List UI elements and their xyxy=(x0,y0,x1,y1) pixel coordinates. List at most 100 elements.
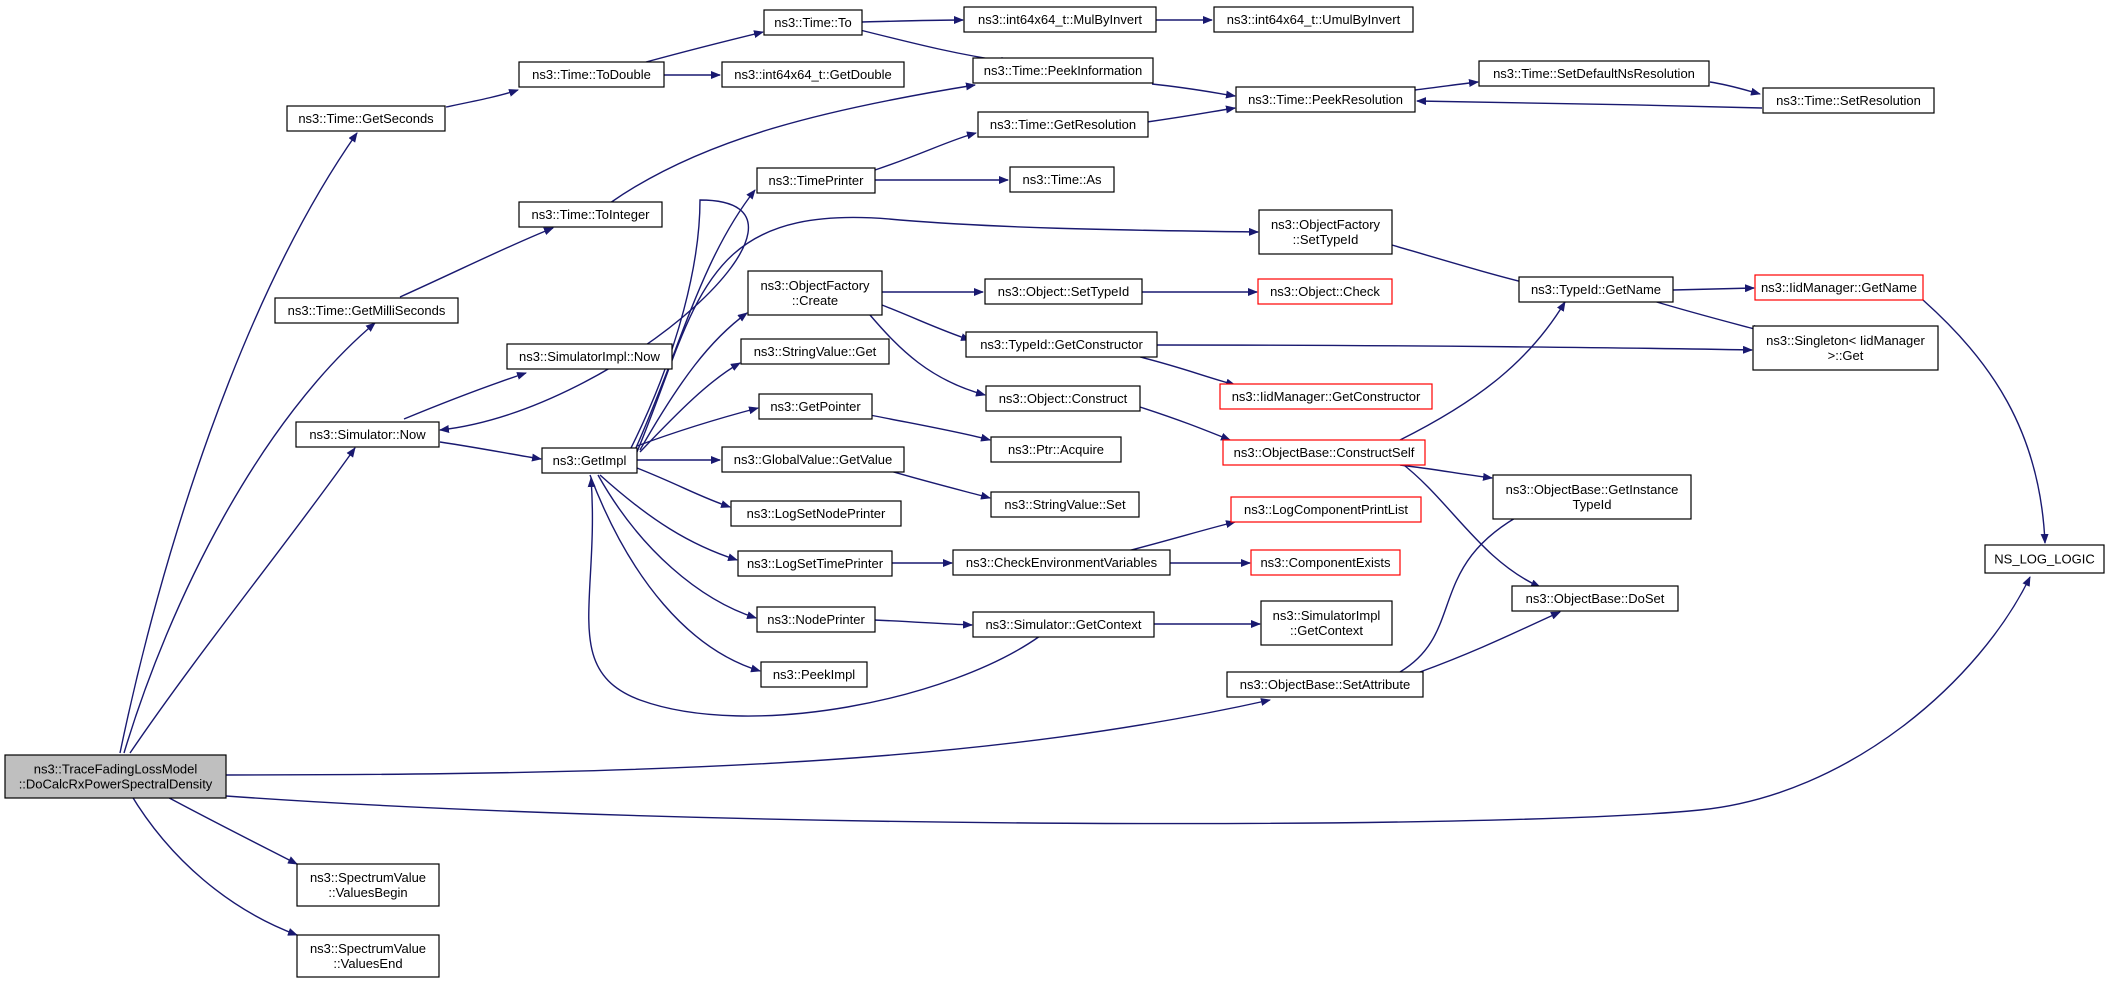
node-time-to[interactable]: ns3::Time::To xyxy=(763,9,863,36)
edge-root-getseconds xyxy=(119,132,358,754)
node-int64x64-get-double[interactable]: ns3::int64x64_t::GetDouble xyxy=(721,61,905,88)
node-object-base-construct-self[interactable]: ns3::ObjectBase::ConstructSelf xyxy=(1222,439,1426,466)
node-label: ns3::NodePrinter xyxy=(767,612,865,627)
node-object-check[interactable]: ns3::Object::Check xyxy=(1257,278,1393,305)
edges xyxy=(119,16,2049,936)
node-label: ns3::int64x64_t::GetDouble xyxy=(734,67,892,82)
node-time-get-resolution[interactable]: ns3::Time::GetResolution xyxy=(977,111,1149,138)
node-log-set-node-printer[interactable]: ns3::LogSetNodePrinter xyxy=(730,500,902,527)
node-label: ::ValuesEnd xyxy=(333,956,402,971)
node-iid-manager-get-constructor[interactable]: ns3::IidManager::GetConstructor xyxy=(1219,383,1433,410)
node-object-base-do-set[interactable]: ns3::ObjectBase::DoSet xyxy=(1511,585,1679,612)
node-type-id-get-name[interactable]: ns3::TypeId::GetName xyxy=(1518,276,1674,303)
node-label: ns3::SpectrumValue xyxy=(310,870,426,885)
node-time-set-resolution[interactable]: ns3::Time::SetResolution xyxy=(1762,87,1935,114)
node-label: ns3::Time::PeekInformation xyxy=(984,63,1142,78)
edge-getresolution-peekresolution xyxy=(1146,105,1236,123)
node-label: ns3::Time::As xyxy=(1023,172,1102,187)
edge-getconstructor-singletonget xyxy=(1156,344,1753,354)
edge-peekresolution-setdefaultns xyxy=(1414,79,1479,91)
edge-typeidgetname-singletonget xyxy=(1649,299,1763,333)
node-simulator-impl-get-context[interactable]: ns3::SimulatorImpl::GetContext xyxy=(1260,600,1393,646)
edge-getimpl-strget xyxy=(639,362,741,453)
node-label: NS_LOG_LOGIC xyxy=(1994,552,2094,567)
node-label: ns3::Simulator::GetContext xyxy=(985,617,1141,632)
node-time-printer[interactable]: ns3::TimePrinter xyxy=(756,167,876,194)
node-simulator-now[interactable]: ns3::Simulator::Now xyxy=(295,421,440,448)
node-simulator-get-context[interactable]: ns3::Simulator::GetContext xyxy=(972,611,1155,638)
node-string-value-get[interactable]: ns3::StringValue::Get xyxy=(740,338,890,365)
node-spectrum-value-values-begin[interactable]: ns3::SpectrumValue::ValuesBegin xyxy=(296,863,440,907)
node-label: ::Create xyxy=(792,293,838,308)
node-label: ns3::Time::GetMilliSeconds xyxy=(288,303,446,318)
node-label: ::GetContext xyxy=(1290,623,1363,638)
edge-checkenv-logcompprint xyxy=(1119,520,1236,554)
node-global-value-get-value[interactable]: ns3::GlobalValue::GetValue xyxy=(721,446,905,473)
node-label: TypeId xyxy=(1572,497,1611,512)
edge-timeprinter-getresolution xyxy=(874,131,977,171)
node-label: ns3::Time::ToDouble xyxy=(532,67,651,82)
node-object-construct[interactable]: ns3::Object::Construct xyxy=(985,385,1141,412)
node-object-base-set-attribute[interactable]: ns3::ObjectBase::SetAttribute xyxy=(1226,671,1424,698)
node-label: ns3::SimulatorImpl::Now xyxy=(519,349,660,364)
node-string-value-set[interactable]: ns3::StringValue::Set xyxy=(990,491,1140,518)
node-get-impl[interactable]: ns3::GetImpl xyxy=(541,447,638,474)
node-label: ns3::Time::ToInteger xyxy=(531,207,650,222)
edge-ofcreate-getconstructor xyxy=(881,304,971,341)
node-label: ns3::Singleton< IidManager xyxy=(1766,333,1925,348)
node-log-set-time-printer[interactable]: ns3::LogSetTimePrinter xyxy=(737,550,893,577)
node-node-printer[interactable]: ns3::NodePrinter xyxy=(756,606,876,633)
edge-getimpl-logsettime xyxy=(599,474,738,562)
node-type-id-get-constructor[interactable]: ns3::TypeId::GetConstructor xyxy=(965,331,1158,358)
node-time-to-integer[interactable]: ns3::Time::ToInteger xyxy=(518,201,663,228)
node-get-pointer[interactable]: ns3::GetPointer xyxy=(758,393,873,420)
node-ns-log-logic[interactable]: NS_LOG_LOGIC xyxy=(1984,544,2105,574)
node-time-set-default-ns-resolution[interactable]: ns3::Time::SetDefaultNsResolution xyxy=(1478,60,1710,87)
node-time-get-seconds[interactable]: ns3::Time::GetSeconds xyxy=(286,105,446,132)
node-time-as[interactable]: ns3::Time::As xyxy=(1009,166,1115,193)
node-object-factory-create[interactable]: ns3::ObjectFactory::Create xyxy=(747,270,883,316)
edge-iidgetname-nsloglogic xyxy=(1922,299,2049,544)
edge-simnow-getimpl xyxy=(439,441,542,462)
node-log-component-print-list[interactable]: ns3::LogComponentPrintList xyxy=(1230,496,1422,523)
node-label: ns3::LogSetTimePrinter xyxy=(747,556,884,571)
edge-root-nsloglogic xyxy=(225,576,2031,825)
node-label: ns3::StringValue::Get xyxy=(754,344,877,359)
node-label: ns3::LogSetNodePrinter xyxy=(747,506,886,521)
node-time-to-double[interactable]: ns3::Time::ToDouble xyxy=(518,61,665,88)
edge-objconstruct-constructself xyxy=(1139,406,1231,441)
node-ptr-acquire[interactable]: ns3::Ptr::Acquire xyxy=(990,436,1122,463)
edge-timeto-peekinfo xyxy=(859,29,1011,65)
node-peek-impl[interactable]: ns3::PeekImpl xyxy=(760,661,868,688)
node-time-peek-information[interactable]: ns3::Time::PeekInformation xyxy=(972,57,1154,84)
node-label: ns3::TypeId::GetName xyxy=(1531,282,1661,297)
node-object-factory-set-type-id[interactable]: ns3::ObjectFactory::SetTypeId xyxy=(1258,209,1393,255)
node-label: ns3::ObjectBase::SetAttribute xyxy=(1240,677,1411,692)
node-singleton-iid-manager-get[interactable]: ns3::Singleton< IidManager>::Get xyxy=(1752,325,1939,371)
edge-getimpl-peekimpl xyxy=(589,474,761,673)
node-component-exists[interactable]: ns3::ComponentExists xyxy=(1250,549,1401,576)
node-object-set-type-id[interactable]: ns3::Object::SetTypeId xyxy=(984,278,1143,305)
node-simulator-impl-now[interactable]: ns3::SimulatorImpl::Now xyxy=(506,343,673,370)
node-label: ns3::ObjectBase::ConstructSelf xyxy=(1234,445,1415,460)
edge-getimpl-getpointer xyxy=(636,406,759,447)
edge-setdefaultns-setresolution xyxy=(1709,81,1761,96)
node-int64x64-mul-by-invert[interactable]: ns3::int64x64_t::MulByInvert xyxy=(963,6,1157,33)
node-time-peek-resolution[interactable]: ns3::Time::PeekResolution xyxy=(1235,86,1416,113)
edge-getconstructor-iidgetconstructor xyxy=(1139,356,1236,387)
node-int64x64-umul-by-invert[interactable]: ns3::int64x64_t::UmulByInvert xyxy=(1213,6,1414,33)
edge-getmilliseconds-tointeger xyxy=(399,227,554,298)
node-time-get-milli-seconds[interactable]: ns3::Time::GetMilliSeconds xyxy=(274,297,459,324)
node-label: ns3::GlobalValue::GetValue xyxy=(734,452,893,467)
edge-setresolution-peekresolution xyxy=(1416,97,1763,109)
node-label: ns3::ComponentExists xyxy=(1260,555,1391,570)
node-spectrum-value-values-end[interactable]: ns3::SpectrumValue::ValuesEnd xyxy=(296,934,440,978)
node-label: ns3::IidManager::GetName xyxy=(1761,280,1917,295)
node-label: ::ValuesBegin xyxy=(328,885,407,900)
node-iid-manager-get-name[interactable]: ns3::IidManager::GetName xyxy=(1754,274,1924,301)
node-check-environment-variables[interactable]: ns3::CheckEnvironmentVariables xyxy=(952,549,1171,576)
node-trace-fading-loss-model[interactable]: ns3::TraceFadingLossModel::DoCalcRxPower… xyxy=(4,754,227,799)
edge-getimpl-simnow xyxy=(439,199,750,451)
